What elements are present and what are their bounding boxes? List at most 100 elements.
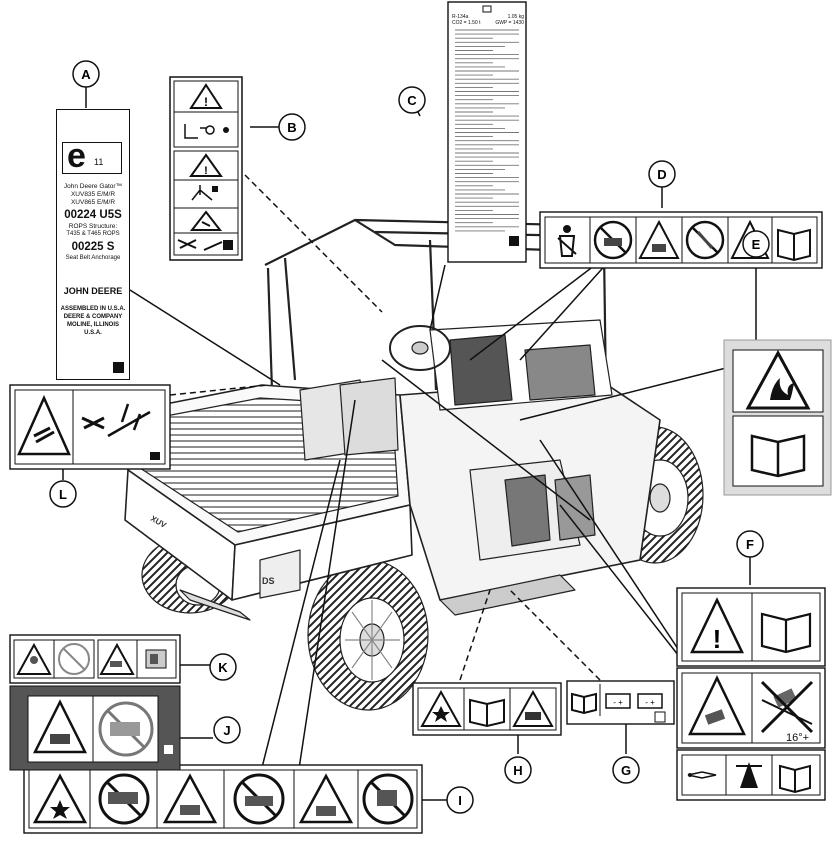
assembly-line-1: ASSEMBLED IN U.S.A. <box>60 306 126 312</box>
battery-hazard-icon <box>512 689 554 727</box>
level-icon <box>736 762 762 788</box>
model-line-2: XUV835 E/M/R <box>70 191 116 198</box>
assembly-line-2: DEERE & COMPANY <box>63 314 123 320</box>
svg-text:G: G <box>621 763 631 778</box>
e-mark: e <box>67 137 86 175</box>
svg-text:E: E <box>752 237 761 252</box>
refrigerant-weight: 1.05 kg <box>507 14 524 20</box>
rops-line-2: T435 & T465 ROPS <box>66 231 120 237</box>
seats <box>299 377 399 461</box>
callout-k: K <box>209 653 237 681</box>
no-hands-icon <box>58 643 90 675</box>
no-passenger-icon <box>685 220 725 260</box>
svg-text:!: ! <box>204 95 208 109</box>
callout-b: B <box>278 113 306 141</box>
operator-manual-icon-g <box>571 692 597 715</box>
gwp-value: GWP = 1430 <box>495 20 524 26</box>
approval-number-1: 00224 U5S <box>64 209 122 221</box>
svg-text:L: L <box>59 487 67 502</box>
svg-text:!: ! <box>713 624 722 654</box>
e-mark-number: 11 <box>94 157 104 167</box>
hand-crush-icon-l <box>17 394 71 456</box>
warning-triangle-icon-i <box>298 773 354 824</box>
callout-e: E <box>742 230 770 258</box>
decal-a: e 11 John Deere Gator™ XUV835 E/M/R XUV8… <box>56 109 130 380</box>
svg-text:I: I <box>458 793 462 808</box>
decal-i <box>23 764 423 834</box>
refrigerant-type: R-134a <box>452 14 469 20</box>
decal-b: ! ! <box>169 76 243 261</box>
battery-icon-2: - + <box>637 693 663 709</box>
svg-text:- +: - + <box>645 698 655 707</box>
warning-triangle-icon-f: ! <box>690 597 744 654</box>
latch-pinch-icon <box>81 403 151 438</box>
decal-f: ! 16°+ <box>676 587 826 801</box>
cab-body <box>399 319 661 601</box>
svg-text:D: D <box>657 167 666 182</box>
assembly-line-3: MOLINE, ILLINOIS <box>67 322 119 328</box>
crush-warning-icon <box>189 210 223 231</box>
seatbelt-anchorage-label: Seat Belt Anchorage <box>65 255 121 261</box>
callout-a: A <box>72 60 100 88</box>
callout-d: D <box>648 160 676 188</box>
pinch-hazard-icon <box>16 642 52 675</box>
svg-text:H: H <box>513 763 522 778</box>
operator-manual-icon-h <box>469 698 505 728</box>
svg-text:C: C <box>407 93 417 108</box>
utility-vehicle-illustration: DS XUV <box>124 218 704 711</box>
lock-key-icon <box>184 124 229 139</box>
warning-triangle-icon-2: ! <box>189 153 223 177</box>
lift-hazard-icon <box>191 185 218 201</box>
operator-manual-icon <box>777 228 811 262</box>
callout-l: L <box>49 480 77 508</box>
model-line-1: John Deere Gator™ <box>63 183 123 190</box>
fire-hazard-icon <box>745 349 811 410</box>
approval-number-2: 00225 S <box>71 241 115 253</box>
svg-text:DS: DS <box>262 576 275 586</box>
decal-e <box>723 339 832 496</box>
svg-text:A: A <box>81 67 91 82</box>
battery-icon: - + <box>605 693 631 709</box>
decal-g: - + - + <box>566 680 675 725</box>
operator-manual-icon-f3 <box>779 764 811 794</box>
leader-lines <box>62 87 757 801</box>
callout-f: F <box>736 530 764 558</box>
assembly-line-4: U.S.A. <box>84 330 102 336</box>
svg-text:J: J <box>223 723 230 738</box>
decal-j <box>9 685 181 771</box>
slope-angle-label: 16°+ <box>786 732 809 744</box>
no-cargo-rider-icon <box>362 773 414 825</box>
svg-text:- +: - + <box>613 698 623 707</box>
rollover-warning-icon <box>162 773 218 824</box>
qr-code <box>113 362 124 373</box>
decal-c <box>447 1 527 263</box>
callout-c: C <box>398 86 426 114</box>
no-smoking-icon <box>98 773 150 825</box>
e-mark-box: e 11 <box>62 137 122 175</box>
operator-manual-icon-e <box>750 434 806 478</box>
rollover-warning-icon-j <box>32 699 88 754</box>
decal-c-header: R-134a 1.05 kg CO2 = 1.50 t GWP = 1430 <box>452 14 524 26</box>
front-left-tire <box>307 559 429 711</box>
rops-line-1: ROPS Structure: <box>68 223 118 230</box>
hand-release-icon <box>145 649 167 669</box>
operator-manual-icon-f <box>760 612 812 654</box>
decal-h <box>412 682 562 736</box>
fuel-icon <box>687 771 717 779</box>
callout-j: J <box>213 716 241 744</box>
no-riders-icon-j <box>98 701 154 757</box>
model-line-3: XUV865 E/M/R <box>70 199 116 206</box>
callout-i: I <box>446 786 474 814</box>
svg-text:!: ! <box>204 165 208 177</box>
lift-warning-icon <box>99 642 135 675</box>
rollover-icon <box>638 219 680 259</box>
hand-crush-icon <box>177 239 223 251</box>
steering-wheel <box>389 325 451 371</box>
callout-labels: A B C D E F G H I J K L <box>49 60 770 814</box>
seatbelt-icon <box>557 225 577 257</box>
callout-g: G <box>612 756 640 784</box>
svg-text:F: F <box>746 537 754 552</box>
decal-d: ! <box>539 211 823 269</box>
